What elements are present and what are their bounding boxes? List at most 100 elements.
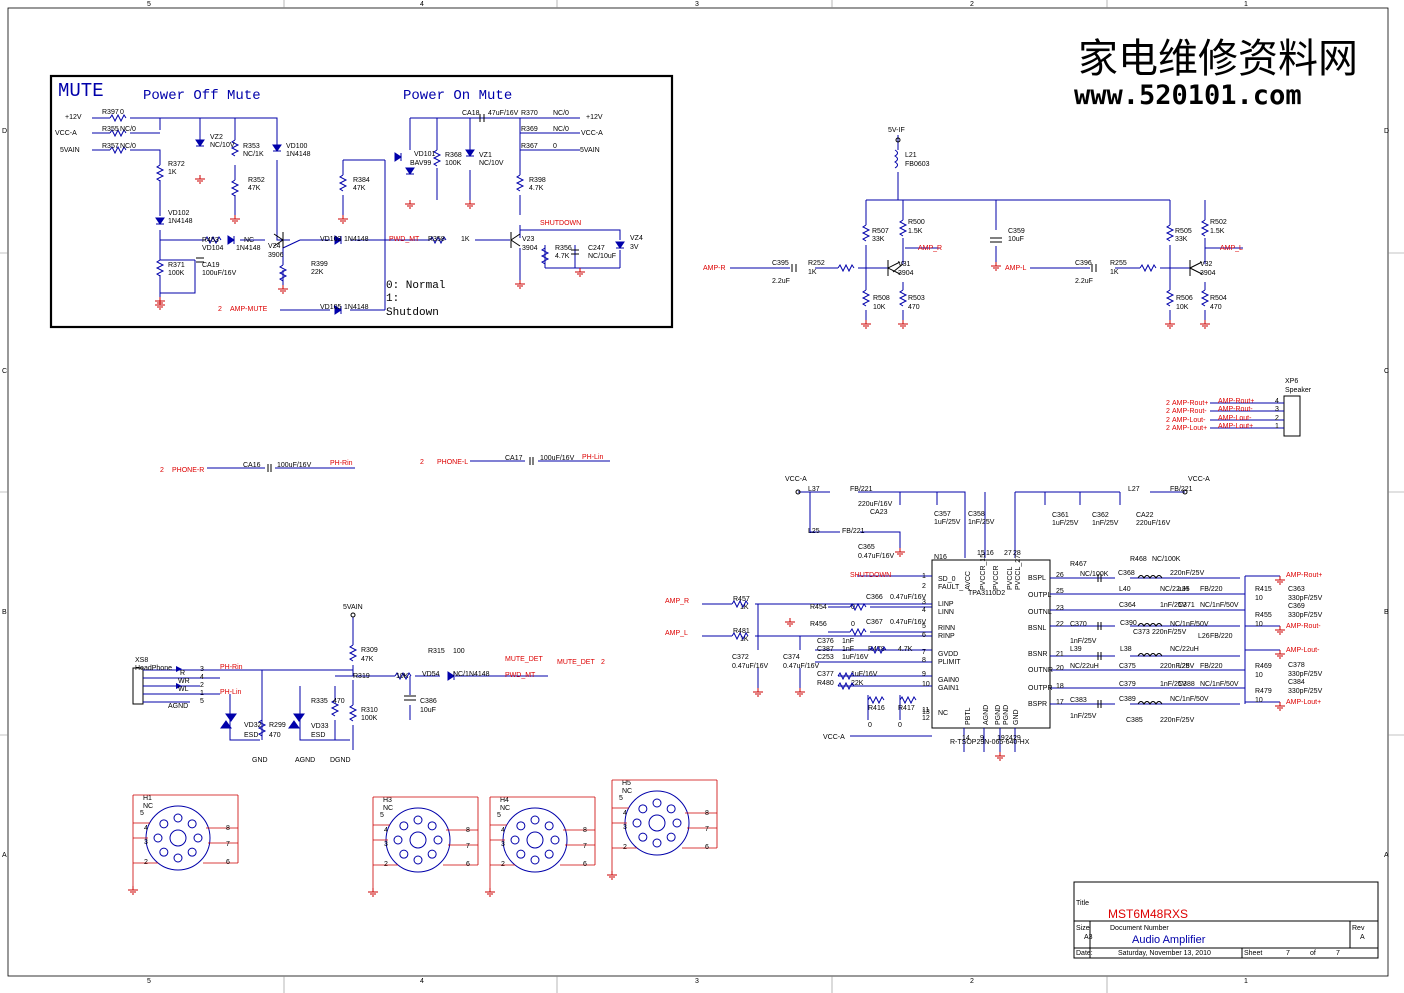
speaker-prefix: 2 [1166, 400, 1170, 407]
pin-name: LINP [938, 601, 954, 608]
part-label: 1.5K [908, 228, 923, 235]
title-block [1073, 881, 1379, 959]
diode-symbol [227, 235, 235, 245]
pin-name: PVCCR [993, 565, 1000, 590]
part-label: BAV99 [410, 160, 431, 167]
part-label: R352 [248, 177, 265, 184]
headphone-symbols [176, 612, 455, 737]
hole-center [648, 814, 666, 832]
part-label: 1N4148 [286, 151, 311, 158]
part-label: NC/1nF/50V [1200, 602, 1239, 609]
hole-outline [385, 807, 451, 873]
speaker-net: AMP-Lout- [1218, 415, 1252, 422]
part-label: 22K [851, 680, 864, 687]
part-label: HeadPhone [135, 665, 172, 672]
hole-pin [399, 821, 409, 831]
part-label: C364 [1119, 602, 1136, 609]
border-col-label: 5 [147, 1, 151, 8]
size-label: Size [1076, 925, 1090, 932]
ground-symbol [785, 618, 795, 627]
net-label: +12V [65, 114, 82, 121]
part-label: ESD [311, 732, 325, 739]
svg-text:0: Normal: 0: Normal [386, 280, 445, 292]
capacitor-symbol [791, 237, 1097, 272]
part-label: FB0603 [905, 161, 930, 168]
part-label: 0 [868, 722, 872, 729]
pin-number: 29 [1013, 735, 1021, 742]
part-label: 10 [1255, 595, 1263, 602]
pin-number: 2 [200, 682, 204, 689]
ground-symbol [861, 320, 871, 329]
part-label: 1nF/25V [1160, 602, 1187, 609]
part-label: NC/100K [1152, 556, 1181, 563]
part-label: 100K [445, 160, 462, 167]
net-label: PH-Rin [220, 664, 243, 671]
hole-pin [672, 818, 682, 828]
hole-pin-number: 4 [501, 827, 505, 834]
part-label: V24 [268, 243, 281, 250]
hole-pin [399, 849, 409, 859]
hole-name: H4 [500, 797, 509, 804]
net-label: VCC-A [823, 734, 845, 741]
title-value: MST6M48RXS [1108, 907, 1188, 921]
hole-pin-number: 8 [466, 827, 470, 834]
pin-name: PGND [995, 705, 1002, 725]
part-label: 0.47uF/16V [890, 619, 927, 626]
speaker-pin: 1 [1275, 423, 1279, 430]
part-label: 470 [1210, 304, 1222, 311]
inductor-symbol [1137, 701, 1163, 705]
part-label: 4.7K [529, 185, 544, 192]
ground-symbol [465, 200, 475, 209]
part-label: FB/220 [1200, 663, 1223, 670]
ground-symbol [1275, 650, 1285, 659]
net-label: PH-Lin [582, 454, 604, 461]
hole-pin-number: 6 [583, 861, 587, 868]
hole-outline [145, 805, 211, 871]
resistor-symbol [330, 699, 340, 717]
capacitor-symbol [196, 257, 204, 263]
hole-pin [638, 804, 648, 814]
pin-name: NC [938, 710, 948, 717]
hole-outline [502, 807, 568, 873]
part-label: R504 [1210, 295, 1227, 302]
pin-name: PVCCR_15 [980, 554, 987, 590]
part-label: R502 [1210, 219, 1227, 226]
part-label: 220uF/16V [858, 501, 893, 508]
ground-symbol [1275, 626, 1285, 635]
net-label: MUTE_DET [557, 659, 595, 666]
pin-name: SD_0 [938, 576, 956, 583]
part-label: 10 [1255, 697, 1263, 704]
pin-number: 18 [1056, 683, 1064, 690]
speaker-name: XP6 [1285, 378, 1298, 385]
resistor-symbol [155, 164, 165, 182]
pin-name: OUTPR [1028, 685, 1053, 692]
part-label: R368 [445, 152, 462, 159]
part-label: VZ2 [210, 134, 223, 141]
ground-symbol [368, 888, 378, 897]
resistor-symbol [230, 179, 240, 197]
speaker-sub: Speaker [1285, 387, 1312, 394]
ground-symbol [155, 301, 165, 310]
ground-symbol [338, 215, 348, 224]
pin-number: 6 [922, 632, 926, 639]
part-label: 0 [898, 722, 902, 729]
watermark-url: www.520101.com [1074, 80, 1302, 111]
part-label: 10K [1176, 304, 1189, 311]
part-label: 0.47uF/16V [783, 663, 820, 670]
part-label: VZ1 [479, 152, 492, 159]
hole-pin [433, 835, 443, 845]
hole-pin [187, 819, 197, 829]
part-label: C386 [420, 698, 437, 705]
capacitor-symbol [1097, 700, 1102, 708]
net-label: PHONE-L [437, 459, 468, 466]
resistor-symbol [837, 263, 855, 273]
capacitor-symbol [1097, 574, 1102, 582]
part-label: CA19 [202, 262, 220, 269]
speaker-connector[interactable] [1210, 395, 1301, 437]
border-row-label: D [1384, 128, 1389, 135]
preamp-symbols [791, 137, 1210, 329]
part-label: R367 [521, 143, 538, 150]
hole-outline [624, 790, 690, 856]
hole-pin-number: 3 [623, 824, 627, 831]
ground-symbol [895, 548, 905, 557]
